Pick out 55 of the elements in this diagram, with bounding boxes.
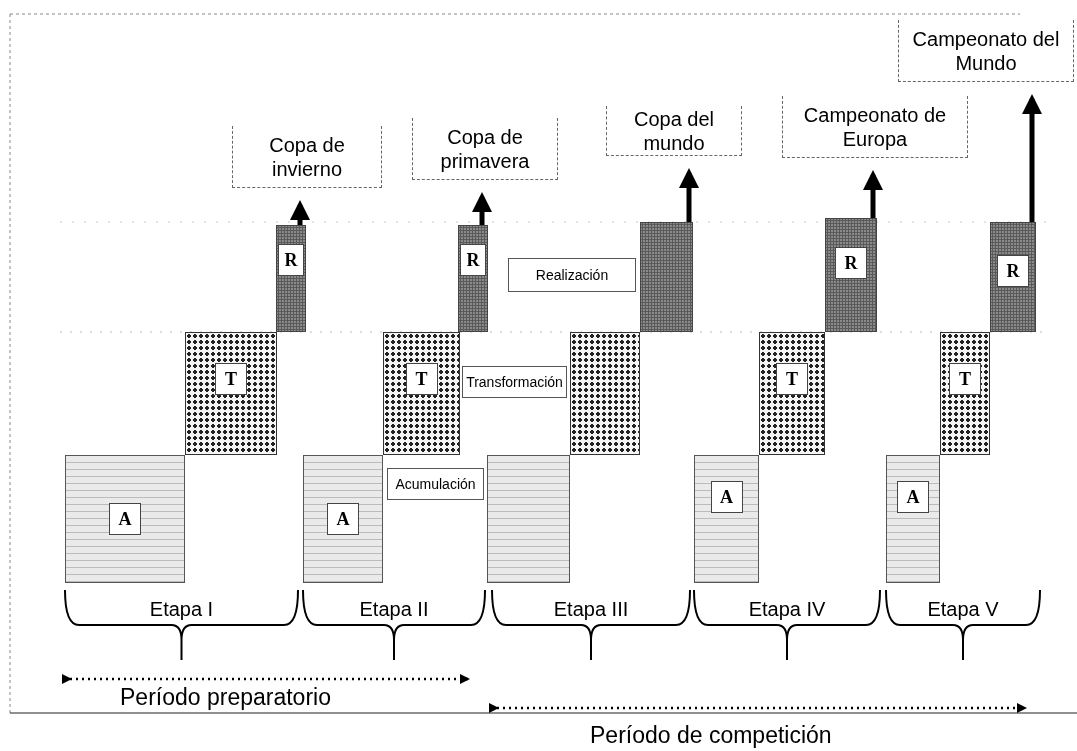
competition-name: Copa de invierno (268, 132, 346, 181)
competition-box (412, 118, 558, 180)
stage-label: Etapa V (926, 597, 1000, 622)
transformation-block (383, 332, 460, 455)
block-letter: T (776, 363, 808, 395)
block-letter: T (215, 363, 247, 395)
phase-label-box (462, 366, 567, 398)
competition-box (232, 126, 382, 188)
transformation-block (759, 332, 825, 455)
block-letter: A (710, 481, 743, 513)
block-letter: A (109, 503, 141, 535)
accumulation-block (694, 455, 759, 583)
block-letter: R (460, 244, 486, 276)
stage-label: Etapa IV (747, 597, 827, 622)
arrow (679, 168, 699, 222)
phase-name: Acumulación (395, 474, 476, 494)
stage-label: Etapa III (552, 597, 630, 622)
accumulation-block (303, 455, 383, 583)
transformation-block (185, 332, 277, 455)
competition-box (898, 20, 1074, 82)
accumulation-block (886, 455, 940, 583)
realization-block (458, 225, 488, 332)
transformation-block (570, 332, 640, 455)
competition-name: Campeonato de Europa (802, 102, 948, 151)
competition-name: Copa de primavera (439, 124, 531, 173)
arrow (863, 170, 883, 218)
block-letter: T (405, 363, 438, 395)
phase-name: Transformación (466, 372, 563, 392)
competition-box (606, 106, 742, 156)
arrow (472, 192, 492, 225)
realization-block (990, 222, 1036, 332)
stage-label: Etapa I (148, 597, 215, 622)
block-letter: R (278, 244, 304, 276)
competition-box (782, 96, 968, 158)
phase-name: Realización (535, 265, 609, 285)
period-label: Período preparatorio (120, 684, 332, 710)
realization-block (640, 222, 693, 332)
stage-label: Etapa II (358, 597, 430, 622)
accumulation-block (65, 455, 185, 583)
competition-name: Campeonato del Mundo (911, 26, 1061, 75)
arrow (290, 200, 310, 225)
block-letter: R (835, 247, 867, 279)
realization-block (276, 225, 306, 332)
accumulation-block (487, 455, 570, 583)
period-label: Período de competición (590, 722, 833, 748)
realization-block (825, 218, 877, 332)
block-letter: A (327, 503, 359, 535)
block-letter: T (949, 363, 981, 395)
block-letter: R (997, 255, 1029, 287)
block-letter: A (897, 481, 929, 513)
competition-name: Copa del mundo (632, 106, 716, 155)
phase-label-box (387, 468, 484, 500)
phase-label-box (508, 258, 636, 292)
arrow (1022, 94, 1042, 222)
transformation-block (940, 332, 990, 455)
